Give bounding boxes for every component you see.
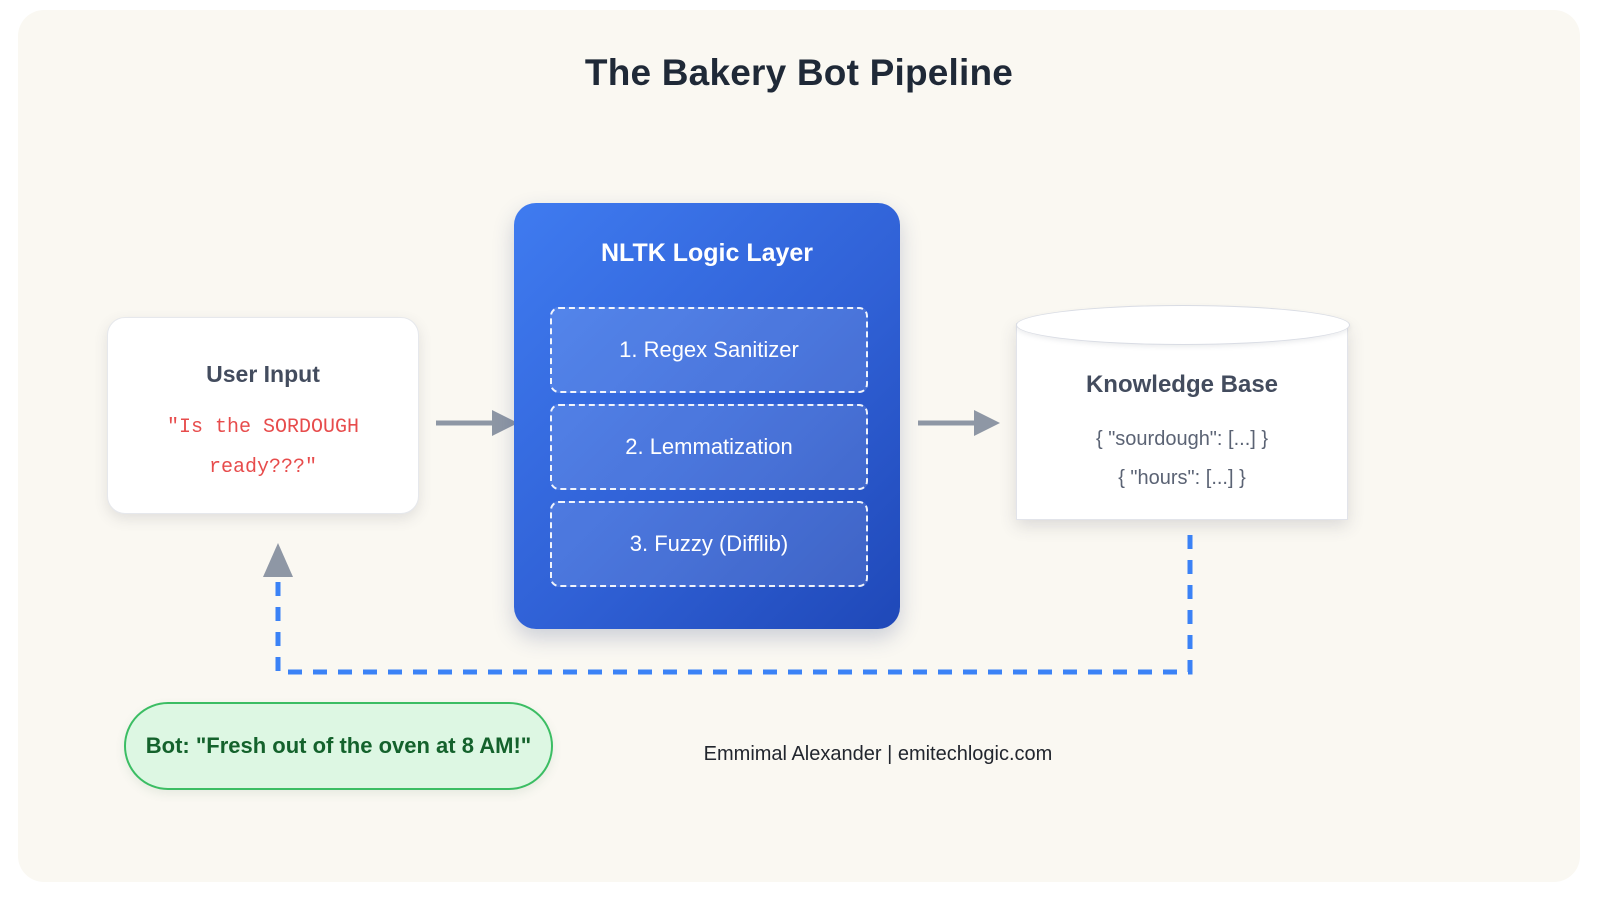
feedback-arrowhead-icon: [263, 543, 293, 577]
diagram-canvas: The Bakery Bot Pipeline User Input "Is t…: [18, 10, 1580, 882]
knowledge-base-entry: { "hours": [...] }: [1118, 467, 1246, 489]
arrow-user-input-to-nltk-icon: [436, 410, 518, 436]
user-input-title: User Input: [206, 361, 320, 387]
nltk-step-lemmatization[interactable]: 2. Lemmatization: [550, 404, 868, 490]
arrow-nltk-to-knowledge-base-icon: [918, 410, 1000, 436]
knowledge-base-entry: { "sourdough": [...] }: [1095, 428, 1269, 450]
credit-line: Emmimal Alexander | emitechlogic.com: [703, 743, 1053, 765]
nltk-logic-layer-box: NLTK Logic Layer 1. Regex Sanitizer 2. L…: [514, 203, 900, 629]
knowledge-base-top-ellipse-icon: [1016, 305, 1350, 345]
feedback-path-knowledge-base-to-user-input: [263, 535, 1193, 675]
nltk-logic-layer-title: NLTK Logic Layer: [600, 239, 814, 267]
bot-reply-text: Bot: "Fresh out of the oven at 8 AM!": [145, 733, 532, 758]
nltk-step-fuzzy-difflib[interactable]: 3. Fuzzy (Difflib): [550, 501, 868, 587]
user-input-message: "Is the SORDOUGH ready???": [166, 416, 360, 479]
nltk-step-label: 3. Fuzzy (Difflib): [629, 531, 789, 556]
knowledge-base-entries: { "sourdough": [...] } { "hours": [...] …: [1016, 420, 1348, 498]
bot-reply-bubble: Bot: "Fresh out of the oven at 8 AM!": [124, 702, 553, 790]
knowledge-base-cylinder: Knowledge Base { "sourdough": [...] } { …: [996, 305, 1368, 533]
knowledge-base-title: Knowledge Base: [1085, 371, 1279, 398]
nltk-step-label: 2. Lemmatization: [625, 434, 793, 459]
page-title: The Bakery Bot Pipeline: [584, 52, 1014, 93]
nltk-step-regex-sanitizer[interactable]: 1. Regex Sanitizer: [550, 307, 868, 393]
knowledge-base-body: [1016, 323, 1348, 520]
nltk-step-label: 1. Regex Sanitizer: [619, 337, 799, 362]
user-input-card: User Input "Is the SORDOUGH ready???": [107, 317, 419, 514]
